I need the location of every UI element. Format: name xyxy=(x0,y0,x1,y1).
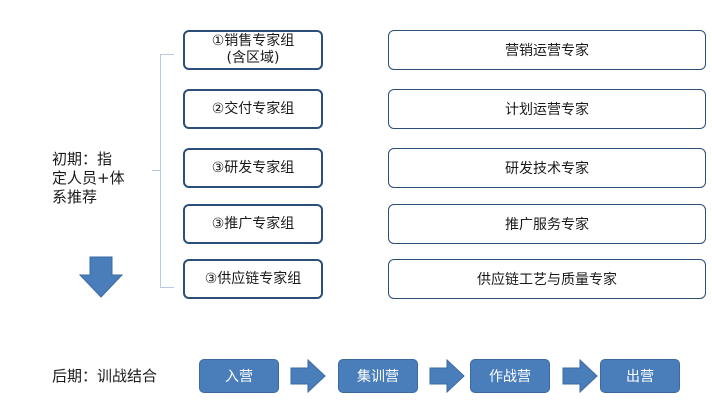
grouping-bracket xyxy=(160,54,174,288)
right-arrow-icon xyxy=(562,359,598,393)
group-box-supply-chain: ③供应链专家组 xyxy=(183,259,323,299)
early-stage-label: 初期：指 定人员+体 系推荐 xyxy=(52,150,125,206)
expert-box-marketing: 营销运营专家 xyxy=(388,30,706,70)
stage-exit: 出营 xyxy=(600,359,680,393)
stage-entry: 入营 xyxy=(199,359,279,393)
group-box-delivery: ②交付专家组 xyxy=(183,89,323,129)
group-box-rnd: ③研发专家组 xyxy=(183,148,323,188)
stage-combat: 作战营 xyxy=(470,359,550,393)
expert-box-promotion-service: 推广服务专家 xyxy=(388,204,706,244)
group-box-promotion: ③推广专家组 xyxy=(183,204,323,244)
expert-box-planning: 计划运营专家 xyxy=(388,89,706,129)
stage-training: 集训营 xyxy=(338,359,418,393)
down-arrow-icon xyxy=(79,256,123,298)
right-arrow-icon xyxy=(429,359,465,393)
group-box-sales: ①销售专家组 (含区域) xyxy=(183,30,323,70)
grouping-bracket-tick xyxy=(152,170,161,171)
late-stage-label: 后期：训战结合 xyxy=(52,367,158,385)
expert-box-supply-quality: 供应链工艺与质量专家 xyxy=(388,259,706,299)
right-arrow-icon xyxy=(290,359,326,393)
expert-box-rnd-tech: 研发技术专家 xyxy=(388,148,706,188)
